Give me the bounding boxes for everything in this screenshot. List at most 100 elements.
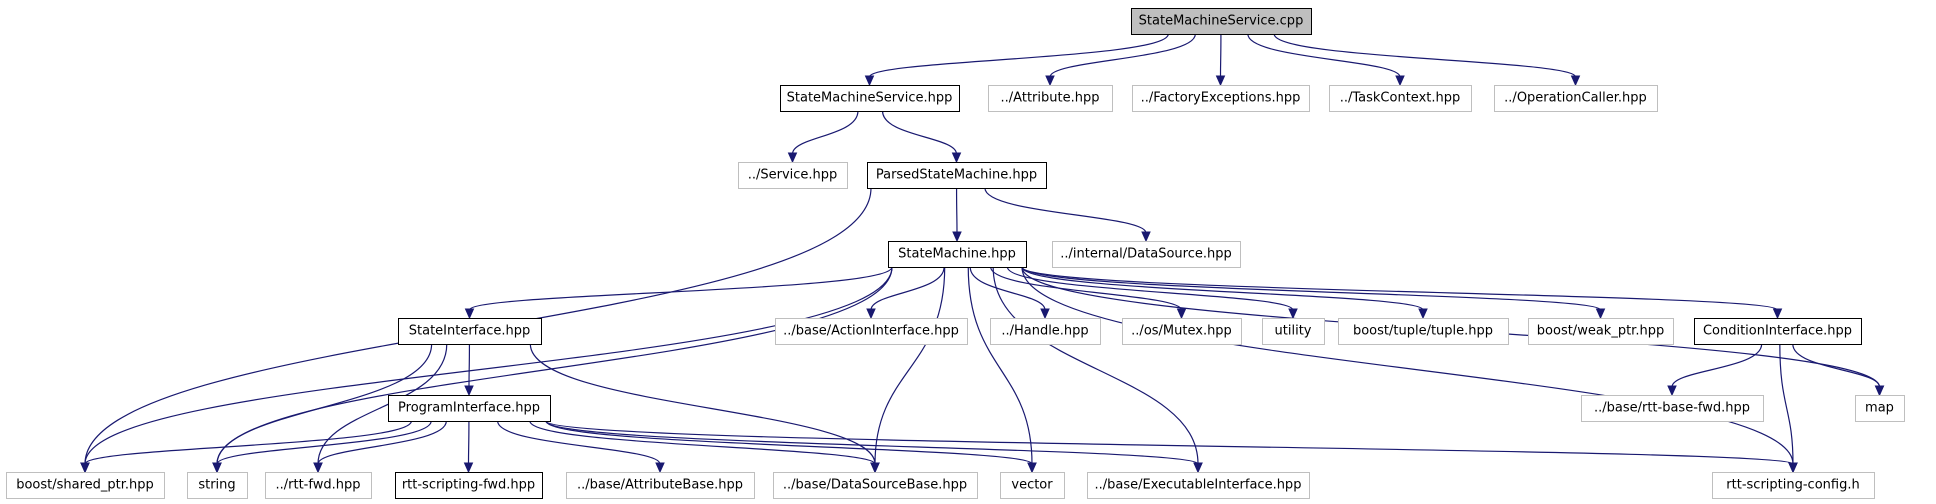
- node-attribute[interactable]: ../Attribute.hpp: [988, 85, 1113, 112]
- node-label-factoryex: ../FactoryExceptions.hpp: [1141, 91, 1301, 106]
- node-label-sharedptr: boost/shared_ptr.hpp: [16, 478, 154, 493]
- node-rttbasefwd[interactable]: ../base/rtt-base-fwd.hpp: [1581, 395, 1764, 422]
- arrowhead-programiface-to-execiface: [1193, 462, 1203, 474]
- node-tuple[interactable]: boost/tuple/tuple.hpp: [1338, 318, 1509, 345]
- node-opcaller[interactable]: ../OperationCaller.hpp: [1494, 85, 1658, 112]
- node-taskcontext[interactable]: ../TaskContext.hpp: [1329, 85, 1472, 112]
- node-statemachine[interactable]: StateMachine.hpp: [888, 241, 1027, 268]
- node-parsedsm[interactable]: ParsedStateMachine.hpp: [867, 162, 1047, 189]
- arrowhead-programiface-to-rttscriptingconfig: [1788, 462, 1798, 474]
- edge-conditioniface-to-rttbasefwd: [1671, 343, 1763, 388]
- node-box-map: [1855, 395, 1905, 422]
- node-box-factoryex: [1132, 85, 1310, 112]
- node-weakptr[interactable]: boost/weak_ptr.hpp: [1528, 318, 1674, 345]
- node-label-rttfwd: ../rtt-fwd.hpp: [276, 478, 361, 493]
- node-sms_hpp[interactable]: StateMachineService.hpp: [780, 85, 960, 112]
- edge-programiface-to-rttfwd: [317, 420, 447, 465]
- edge-stateiface-to-datasourcebase: [529, 343, 876, 465]
- edge-root-to-sms_hpp: [868, 33, 1169, 78]
- arrowhead-programiface-to-vector: [1027, 462, 1037, 474]
- edge-sms_hpp-to-parsedsm: [881, 110, 958, 155]
- edge-statemachine-to-weakptr: [1021, 266, 1602, 311]
- arrowhead-statemachine-to-conditioniface: [1772, 308, 1783, 320]
- node-handle[interactable]: ../Handle.hpp: [990, 318, 1101, 345]
- edge-statemachine-to-actioniface: [870, 266, 945, 311]
- node-box-datasourcebase: [773, 472, 978, 499]
- node-box-rttscriptingconfig: [1712, 472, 1875, 499]
- node-label-execiface: ../base/ExecutableInterface.hpp: [1095, 478, 1302, 493]
- node-rttfwd[interactable]: ../rtt-fwd.hpp: [265, 472, 372, 499]
- arrowhead-programiface-to-string: [212, 462, 222, 474]
- edge-statemachine-to-execiface: [992, 266, 1199, 465]
- node-box-statemachine: [888, 241, 1027, 268]
- node-conditioniface[interactable]: ConditionInterface.hpp: [1694, 318, 1862, 345]
- node-box-tuple: [1338, 318, 1509, 345]
- node-box-opcaller: [1494, 85, 1658, 112]
- arrowhead-parsedsm-to-datasource: [1141, 231, 1151, 243]
- edge-sms_hpp-to-service: [791, 110, 859, 155]
- node-box-actioniface: [775, 318, 968, 345]
- edge-statemachine-to-string: [216, 266, 893, 465]
- node-string[interactable]: string: [187, 472, 248, 499]
- node-datasourcebase[interactable]: ../base/DataSourceBase.hpp: [773, 472, 978, 499]
- node-label-stateiface: StateInterface.hpp: [409, 324, 531, 339]
- node-attributebase[interactable]: ../base/AttributeBase.hpp: [566, 472, 755, 499]
- node-box-utility: [1262, 318, 1325, 345]
- arrowhead-conditioniface-to-rttbasefwd: [1667, 385, 1677, 397]
- arrowhead-root-to-factoryex: [1215, 75, 1226, 87]
- edge-root-to-attribute: [1049, 33, 1196, 78]
- arrowhead-statemachine-to-stateiface: [464, 308, 475, 320]
- node-utility[interactable]: utility: [1262, 318, 1325, 345]
- node-label-programiface: ProgramInterface.hpp: [398, 401, 540, 416]
- node-box-mutex: [1122, 318, 1242, 345]
- arrowhead-statemachine-to-mutex: [1176, 308, 1187, 320]
- node-map[interactable]: map: [1855, 395, 1905, 422]
- edge-stateiface-to-string: [216, 343, 433, 465]
- node-label-attribute: ../Attribute.hpp: [1001, 91, 1100, 106]
- arrowhead-parsedsm-to-statemachine: [952, 231, 962, 243]
- arrowhead-conditioniface-to-map: [1874, 385, 1885, 397]
- edge-statemachine-to-handle: [969, 266, 1046, 311]
- node-label-weakptr: boost/weak_ptr.hpp: [1537, 324, 1664, 339]
- node-root[interactable]: StateMachineService.cpp: [1131, 8, 1312, 35]
- arrowhead-programiface-to-rttscriptingfwd: [463, 462, 474, 474]
- node-datasource[interactable]: ../internal/DataSource.hpp: [1052, 241, 1241, 268]
- node-box-datasource: [1052, 241, 1241, 268]
- node-box-sharedptr: [6, 472, 165, 499]
- node-sharedptr[interactable]: boost/shared_ptr.hpp: [6, 472, 165, 499]
- edge-programiface-to-sharedptr: [84, 420, 412, 465]
- node-box-attribute: [988, 85, 1113, 112]
- node-execiface[interactable]: ../base/ExecutableInterface.hpp: [1087, 472, 1310, 499]
- arrowhead-statemachine-to-handle: [1040, 308, 1050, 320]
- node-label-statemachine: StateMachine.hpp: [898, 247, 1016, 262]
- node-label-string: string: [198, 478, 235, 493]
- node-label-opcaller: ../OperationCaller.hpp: [1504, 91, 1647, 106]
- arrowhead-programiface-to-rttfwd: [313, 462, 323, 474]
- arrowhead-programiface-to-datasourcebase: [870, 462, 880, 474]
- node-box-rttfwd: [265, 472, 372, 499]
- node-box-handle: [990, 318, 1101, 345]
- node-box-conditioniface: [1694, 318, 1862, 345]
- node-programiface[interactable]: ProgramInterface.hpp: [388, 395, 551, 422]
- node-vector[interactable]: vector: [1000, 472, 1065, 499]
- node-box-programiface: [388, 395, 551, 422]
- node-label-tuple: boost/tuple/tuple.hpp: [1353, 324, 1493, 339]
- node-box-sms_hpp: [780, 85, 960, 112]
- node-actioniface[interactable]: ../base/ActionInterface.hpp: [775, 318, 968, 345]
- edge-statemachine-to-vector: [967, 266, 1033, 465]
- node-box-root: [1131, 8, 1312, 35]
- node-label-parsedsm: ParsedStateMachine.hpp: [876, 168, 1037, 183]
- nodes-layer: StateMachineService.cppStateMachineServi…: [6, 8, 1905, 499]
- node-stateiface[interactable]: StateInterface.hpp: [398, 318, 542, 345]
- edge-parsedsm-to-datasource: [984, 187, 1147, 234]
- node-rttscriptingfwd[interactable]: rtt-scripting-fwd.hpp: [395, 472, 543, 499]
- node-box-weakptr: [1528, 318, 1674, 345]
- node-rttscriptingconfig[interactable]: rtt-scripting-config.h: [1712, 472, 1875, 499]
- node-label-handle: ../Handle.hpp: [1001, 324, 1088, 339]
- node-factoryex[interactable]: ../FactoryExceptions.hpp: [1132, 85, 1310, 112]
- edge-programiface-to-rttscriptingconfig: [545, 420, 1794, 465]
- node-service[interactable]: ../Service.hpp: [738, 162, 848, 189]
- node-label-mutex: ../os/Mutex.hpp: [1131, 324, 1232, 339]
- node-mutex[interactable]: ../os/Mutex.hpp: [1122, 318, 1242, 345]
- edge-statemachine-to-stateiface: [468, 266, 893, 311]
